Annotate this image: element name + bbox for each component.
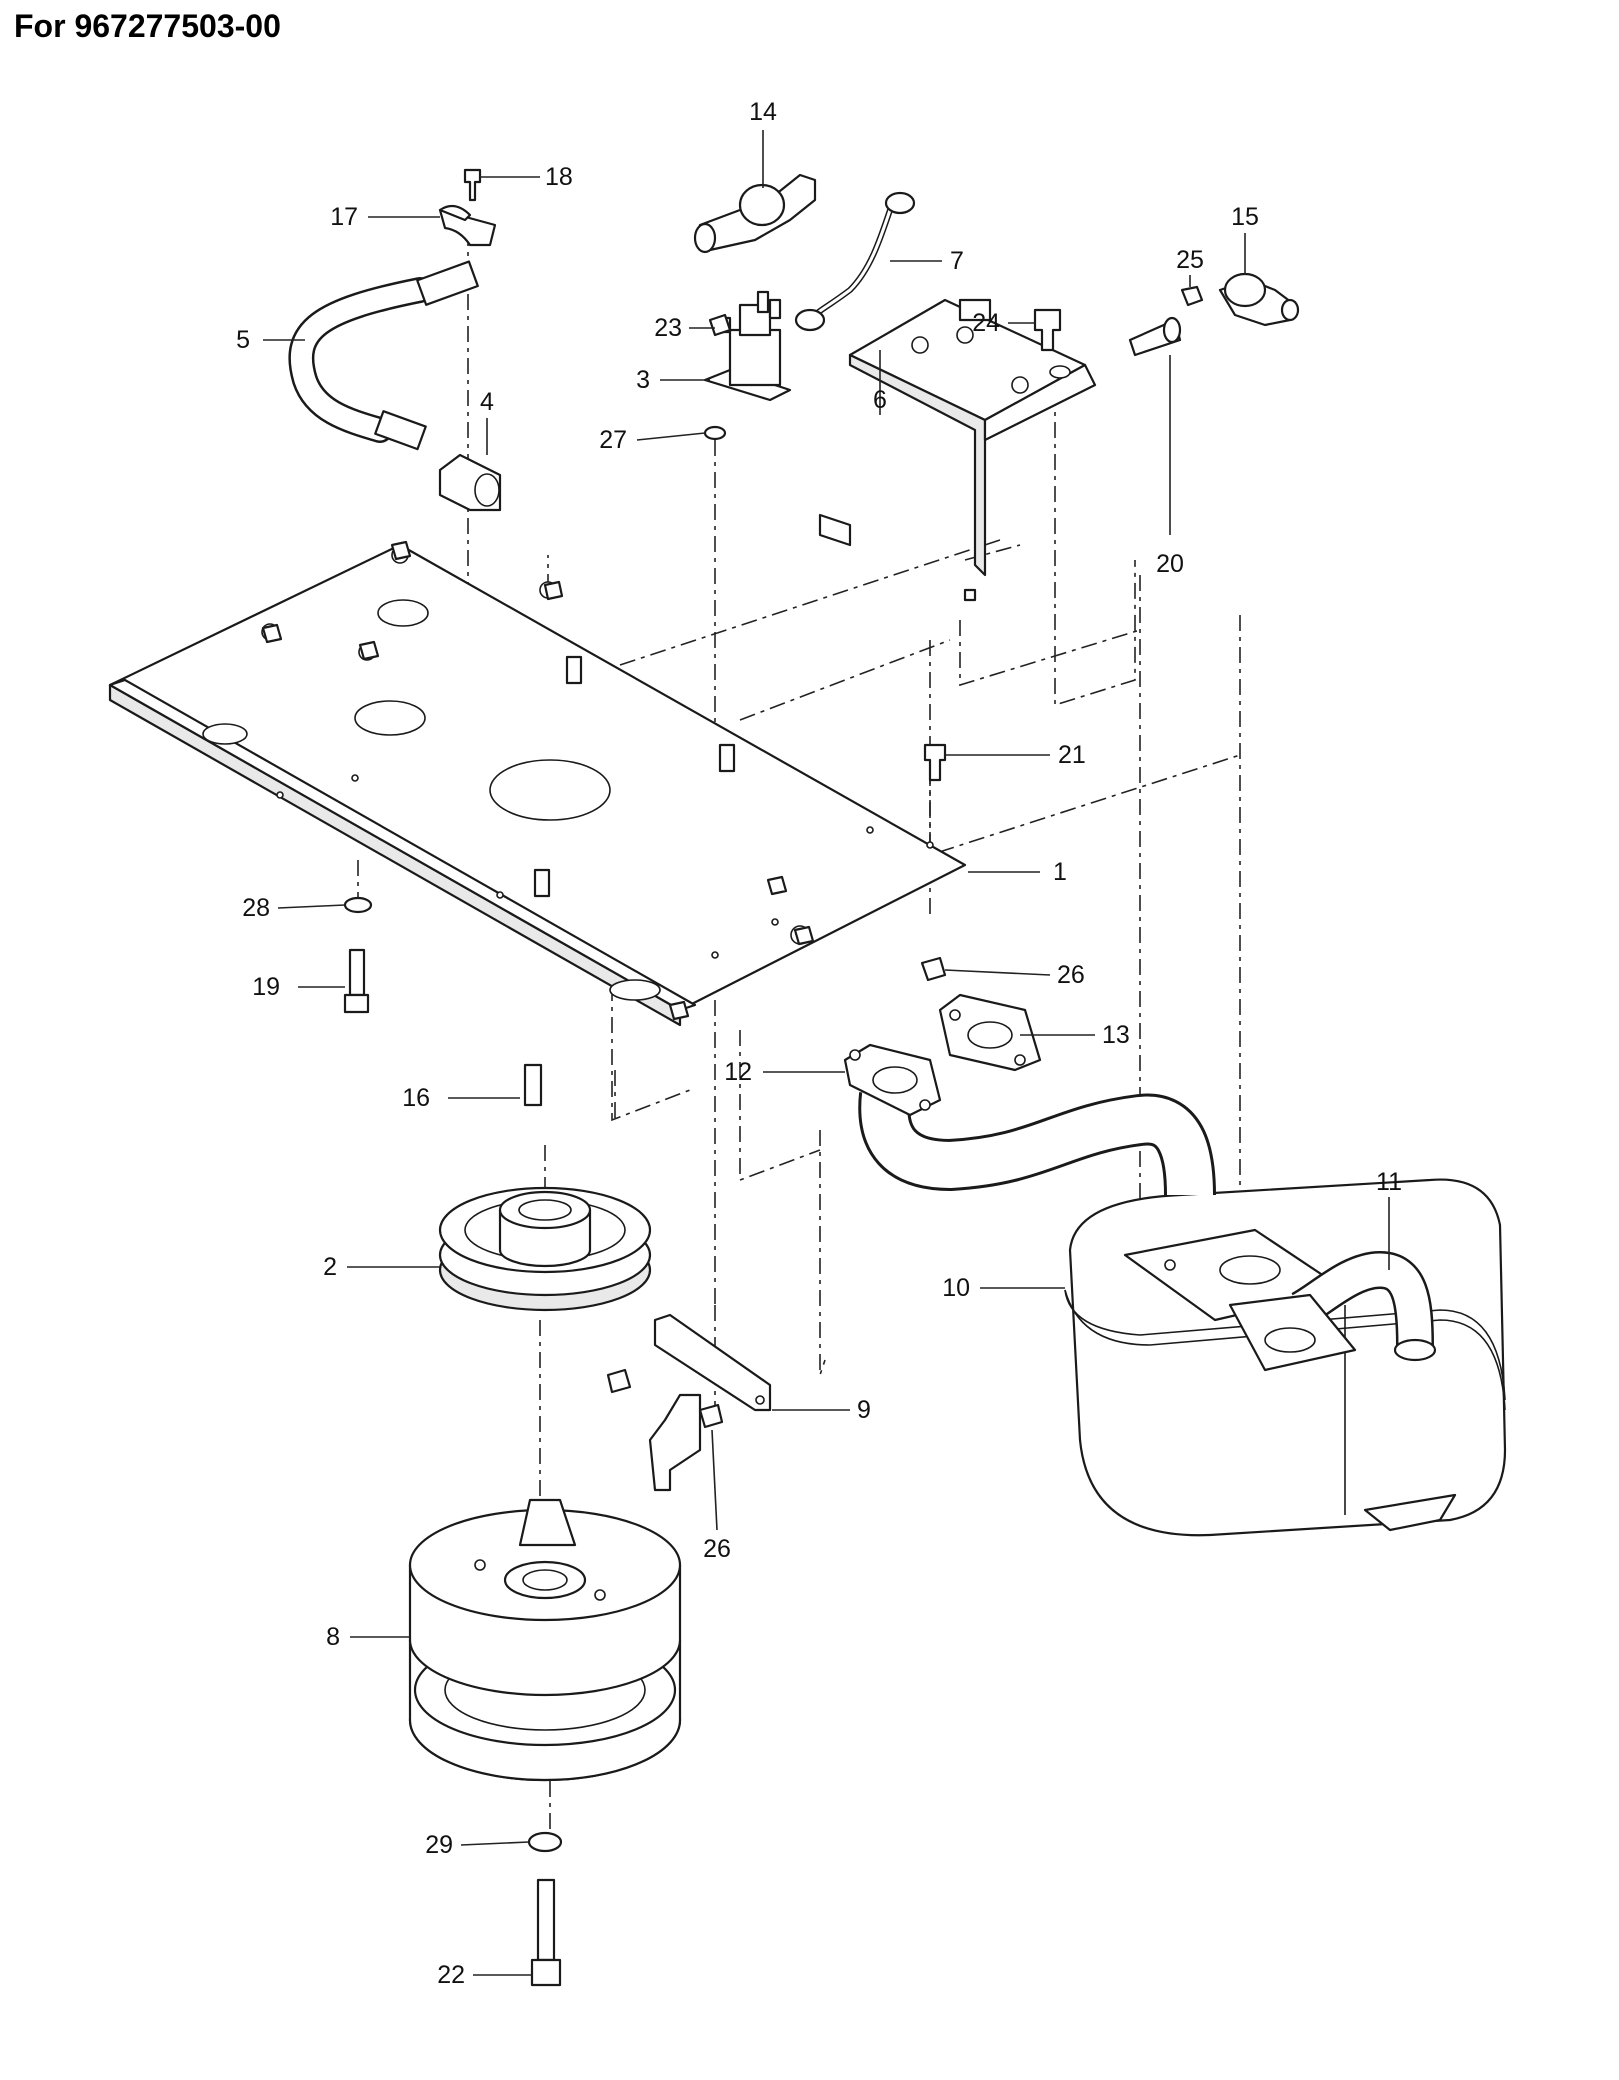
callout-9: 9: [857, 1396, 871, 1424]
washer-28: [343, 896, 373, 914]
fasteners: [261, 168, 1204, 1987]
fitting: [438, 453, 502, 512]
terminal-boot: [693, 173, 817, 254]
pulley: [438, 1186, 652, 1312]
callout-1: 1: [1053, 858, 1067, 886]
callout-13: 13: [1102, 1021, 1130, 1049]
bolt-22-shank: [536, 1878, 556, 1962]
callout-16: 16: [402, 1084, 430, 1112]
bolt-21: [923, 743, 947, 782]
callout-8: 8: [326, 1623, 340, 1651]
hose-clamp: [438, 204, 497, 247]
callout-18: 18: [545, 163, 573, 191]
leader-lines: [263, 130, 1390, 1976]
solenoid: [703, 290, 792, 402]
exhaust-bracket: [648, 1313, 772, 1492]
nut-26-bracket: [698, 1403, 724, 1429]
gasket: [938, 993, 1042, 1072]
mounting-bracket: [818, 298, 1097, 602]
pto-clutch: [408, 1498, 682, 1782]
callout-14: 14: [749, 98, 777, 126]
nut-23: [708, 313, 732, 337]
washer-29: [527, 1831, 563, 1853]
callout-4: 4: [480, 388, 494, 416]
bolt-22-head: [530, 1958, 562, 1987]
callout-6: 6: [873, 386, 887, 414]
bolt-19-head: [343, 993, 370, 1014]
hose: [288, 260, 479, 451]
terminal-boot-2: [1218, 272, 1300, 327]
washer-27: [703, 425, 727, 441]
callout-11: 11: [1376, 1168, 1402, 1196]
callout-26-top: 26: [1057, 961, 1085, 989]
key: [523, 1063, 543, 1107]
callout-17: 17: [330, 203, 358, 231]
nut-26-top: [920, 956, 947, 982]
callout-21: 21: [1058, 741, 1086, 769]
callout-7: 7: [950, 247, 964, 275]
deck-plate: [108, 543, 967, 1027]
callouts: 1 2 3 4 5 6 7 8 9 10 11 12 13 14 15 16 1…: [236, 98, 1402, 1989]
callout-12: 12: [724, 1058, 752, 1086]
callout-24: 24: [972, 309, 1000, 337]
callout-2: 2: [323, 1253, 337, 1281]
ground-wire: [794, 191, 916, 332]
tailpipe: [1228, 1250, 1437, 1372]
callout-26-bracket: 26: [703, 1535, 731, 1563]
callout-15: 15: [1231, 203, 1259, 231]
callout-19: 19: [252, 973, 280, 1001]
nut-9-left: [606, 1368, 632, 1394]
callout-10: 10: [942, 1274, 970, 1302]
bolt-20-head: [1162, 316, 1182, 344]
callout-23: 23: [654, 314, 682, 342]
exhaust-pipe: [843, 1043, 1216, 1196]
bolt-24: [1033, 308, 1062, 352]
bolt-19-shank: [348, 948, 366, 997]
callout-25: 25: [1176, 246, 1204, 274]
callout-3: 3: [636, 366, 650, 394]
callout-5: 5: [236, 326, 250, 354]
callout-20: 20: [1156, 550, 1184, 578]
callout-22: 22: [437, 1961, 465, 1989]
callout-27: 27: [599, 426, 627, 454]
nut-25: [1180, 285, 1204, 307]
callout-29: 29: [425, 1831, 453, 1859]
callout-28: 28: [242, 894, 270, 922]
screw-18: [463, 168, 482, 202]
page-title: For 967277503-00: [14, 8, 281, 44]
